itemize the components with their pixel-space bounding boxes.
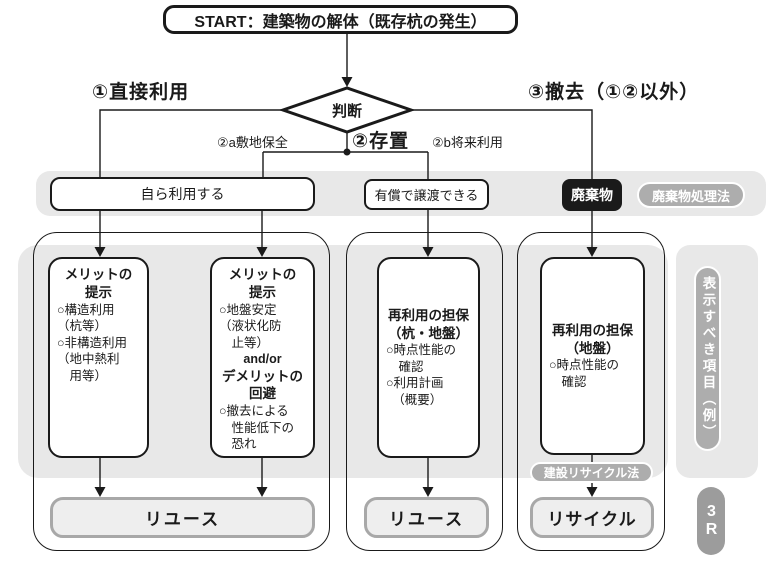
box-c-header: 再利用の担保 （杭・地盤）	[388, 307, 469, 341]
arrowhead-into-decision	[341, 77, 353, 87]
box-b-body1: ○地盤安定 （液状化防 止等）	[219, 302, 282, 350]
box-merit-ground: メリットの 提示 ○地盤安定 （液状化防 止等） and/or デメリットの 回…	[210, 257, 315, 458]
outcome-recycle-label: リサイクル	[547, 510, 637, 529]
box-d-body: ○時点性能の 確認	[549, 358, 620, 389]
waste-label: 廃棄物	[571, 187, 613, 203]
container-removal	[517, 232, 665, 551]
box-merit-structural: メリットの 提示 ○構造利用 （杭等） ○非構造利用 （地中熱利 用等）	[48, 257, 149, 458]
container-transfer	[346, 232, 503, 551]
junction-dot	[343, 148, 351, 156]
self-use-label: 自ら利用する	[140, 186, 225, 202]
branch1-label: ①直接利用	[92, 82, 190, 103]
transfer-node: 有償で譲渡できる	[364, 179, 489, 210]
outcome-reuse-2: リユース	[364, 497, 489, 538]
box-b-header2: デメリットの 回避	[222, 368, 303, 402]
transfer-label: 有償で譲渡できる	[374, 188, 479, 203]
branch2b-label: ②b将来利用	[432, 135, 503, 150]
branch2a-label: ②a敷地保全	[217, 135, 288, 150]
waste-law-label: 廃棄物処理法	[651, 188, 730, 204]
box-a-header: メリットの 提示	[64, 267, 133, 300]
recycle-law-pill: 建設リサイクル法	[530, 462, 653, 483]
container-direct-use	[33, 232, 330, 551]
start-node-label: START：建築物の解体（既存杭の発生）	[194, 13, 487, 31]
self-use-node: 自ら利用する	[50, 177, 315, 211]
box-d-header: 再利用の担保 （地盤）	[552, 322, 633, 356]
recycle-law-label: 建設リサイクル法	[543, 466, 640, 480]
decision-label: 判断	[331, 103, 362, 120]
waste-node: 廃棄物	[562, 179, 622, 211]
branch2-label: ②存置	[352, 131, 410, 152]
box-b-body2: ○撤去による 性能低下の 恐れ	[219, 404, 295, 452]
box-reuse-guarantee-ground: 再利用の担保 （地盤） ○時点性能の 確認	[540, 257, 645, 455]
box-b-header: メリットの 提示	[228, 267, 297, 300]
box-c-body: ○時点性能の 確認 ○利用計画 （概要）	[386, 343, 457, 407]
outcome-reuse-1-label: リユース	[144, 510, 221, 529]
outcome-reuse-1: リユース	[50, 497, 315, 538]
waste-law-pill: 廃棄物処理法	[637, 182, 745, 208]
box-b-connector: and/or	[243, 352, 282, 367]
outcome-recycle: リサイクル	[530, 497, 654, 538]
display-items-pill: 表示すべき項目（例）	[694, 266, 721, 451]
three-r-capsule: 3R	[697, 487, 725, 555]
box-a-body: ○構造利用 （杭等） ○非構造利用 （地中熱利 用等）	[57, 302, 128, 383]
start-node: START：建築物の解体（既存杭の発生）	[163, 5, 518, 34]
branch3-label: ③撤去（①②以外）	[528, 82, 700, 103]
outcome-reuse-2-label: リユース	[388, 510, 465, 529]
box-reuse-guarantee-pile: 再利用の担保 （杭・地盤） ○時点性能の 確認 ○利用計画 （概要）	[377, 257, 480, 458]
